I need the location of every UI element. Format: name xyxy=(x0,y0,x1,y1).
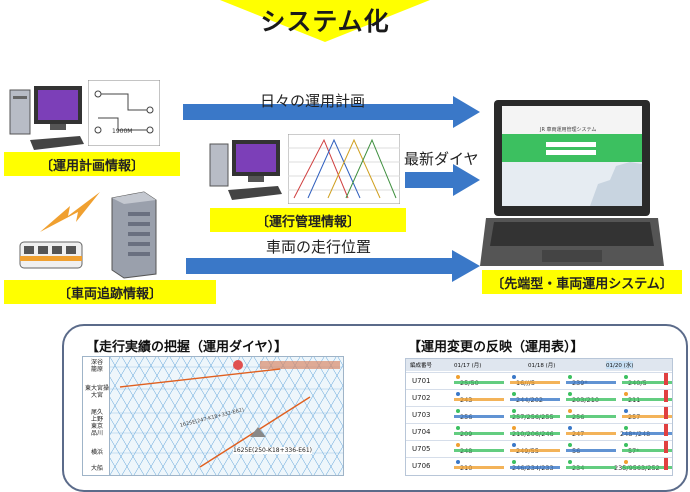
table-markers xyxy=(454,373,672,470)
banner-arrow xyxy=(220,0,430,42)
route-thumbnail-label: 1900M xyxy=(112,128,133,135)
actual-results-title: 【走行実績の把握（運用ダイヤ）】 xyxy=(86,340,288,355)
station-label: 大船 xyxy=(90,465,103,472)
vehicle-position-flow-label: 車両の走行位置 xyxy=(266,238,372,256)
route-map-thumbnail xyxy=(88,80,160,146)
train-icon xyxy=(19,241,83,269)
station-label: 東大宮操 xyxy=(84,385,109,392)
table-header: 01/17 (月) xyxy=(454,363,482,369)
unit-id: U704 xyxy=(412,428,431,436)
tracking-info-label: 〔車両追跡情報〕 xyxy=(4,280,216,304)
ops-info-label: 〔運行管理情報〕 xyxy=(210,208,406,232)
wireless-signal-icon xyxy=(40,192,100,232)
station-label: 大宮 xyxy=(90,392,103,399)
desktop-pc-icon xyxy=(209,140,282,200)
diagram-annotation-bottom: 1625E(250-K18+336-E61) xyxy=(233,447,312,454)
station-label: 東京 xyxy=(90,423,103,430)
table-header: 編成番号 xyxy=(410,363,433,369)
station-label: 品川 xyxy=(90,430,103,437)
system-label: 〔先端型・車両運用システム〕 xyxy=(482,270,682,294)
station-label: 横浜 xyxy=(90,449,103,456)
station-label: 深谷 xyxy=(90,359,103,366)
plan-info-label: 〔運用計画情報〕 xyxy=(4,152,180,176)
ops-change-title: 【運用変更の反映（運用表）】 xyxy=(408,340,584,355)
daily-plan-flow-label: 日々の運用計画 xyxy=(260,92,366,110)
unit-id: U705 xyxy=(412,445,431,453)
operations-table: 編成番号 01/17 (月) 01/18 (月) 01/20 (水) U701 … xyxy=(405,358,673,476)
desktop-pc-icon xyxy=(9,86,84,150)
diagram-lines xyxy=(110,357,343,475)
operation-diagram-chart: 深谷 籠原 東大宮操 大宮 尾久 上野 東京 品川 横浜 大船 1625E(24… xyxy=(82,356,344,476)
station-list: 深谷 籠原 東大宮操 大宮 尾久 上野 東京 品川 横浜 大船 xyxy=(83,357,110,475)
table-header: 01/18 (月) xyxy=(528,363,556,369)
table-header: 01/20 (水) xyxy=(606,361,634,369)
laptop-icon xyxy=(480,100,664,266)
unit-id: U701 xyxy=(412,377,431,385)
latest-diagram-flow-label: 最新ダイヤ xyxy=(404,150,479,168)
banner-title: システム化 xyxy=(260,7,390,36)
server-icon xyxy=(111,191,157,279)
flow-arrows xyxy=(183,96,480,282)
unit-id: U702 xyxy=(412,394,431,402)
station-label: 上野 xyxy=(90,416,103,423)
screen-title: JR 車両運用管理システム xyxy=(540,127,597,133)
train-diagram-thumbnail xyxy=(288,134,400,204)
station-label: 籠原 xyxy=(90,366,103,373)
unit-id: U703 xyxy=(412,411,431,419)
station-label: 尾久 xyxy=(90,409,103,416)
unit-id: U706 xyxy=(412,462,431,470)
